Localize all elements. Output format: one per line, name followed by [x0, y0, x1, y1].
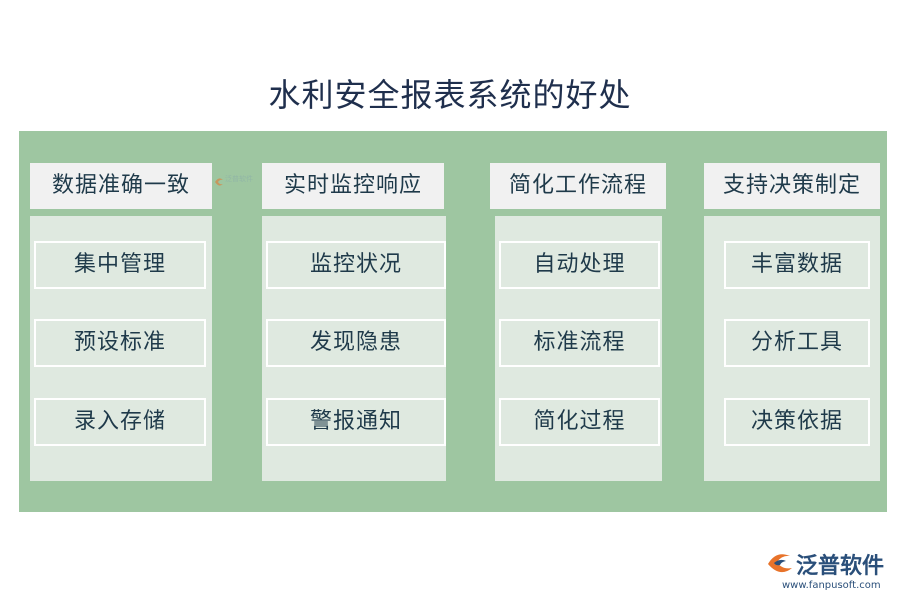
- item-3-2: 标准流程: [499, 319, 660, 367]
- column-header-1: 数据准确一致: [30, 163, 212, 209]
- watermark: 泛普软件: [213, 173, 253, 193]
- item-2-1: 监控状况: [266, 241, 446, 289]
- brand-swirl-icon: [768, 554, 792, 573]
- watermark-text: 泛普软件: [225, 175, 253, 183]
- brand-logo: 泛普软件 www.fanpusoft.com: [762, 548, 897, 596]
- brand-name: 泛普软件: [796, 554, 885, 579]
- column-header-2: 实时监控响应: [262, 163, 444, 209]
- item-1-3: 录入存储: [34, 398, 206, 446]
- item-2-3: 警报通知: [266, 398, 446, 446]
- diagram-title: 水利安全报表系统的好处: [268, 76, 632, 114]
- item-4-2: 分析工具: [724, 319, 870, 367]
- column-header-4: 支持决策制定: [704, 163, 880, 209]
- item-1-2: 预设标准: [34, 319, 206, 367]
- item-3-3: 简化过程: [499, 398, 660, 446]
- item-3-1: 自动处理: [499, 241, 660, 289]
- column-header-3: 简化工作流程: [490, 163, 666, 209]
- watermark-logo-icon: [215, 178, 223, 186]
- item-4-1: 丰富数据: [724, 241, 870, 289]
- item-4-3: 决策依据: [724, 398, 870, 446]
- brand-url: www.fanpusoft.com: [782, 580, 881, 591]
- item-1-1: 集中管理: [34, 241, 206, 289]
- item-2-2: 发现隐患: [266, 319, 446, 367]
